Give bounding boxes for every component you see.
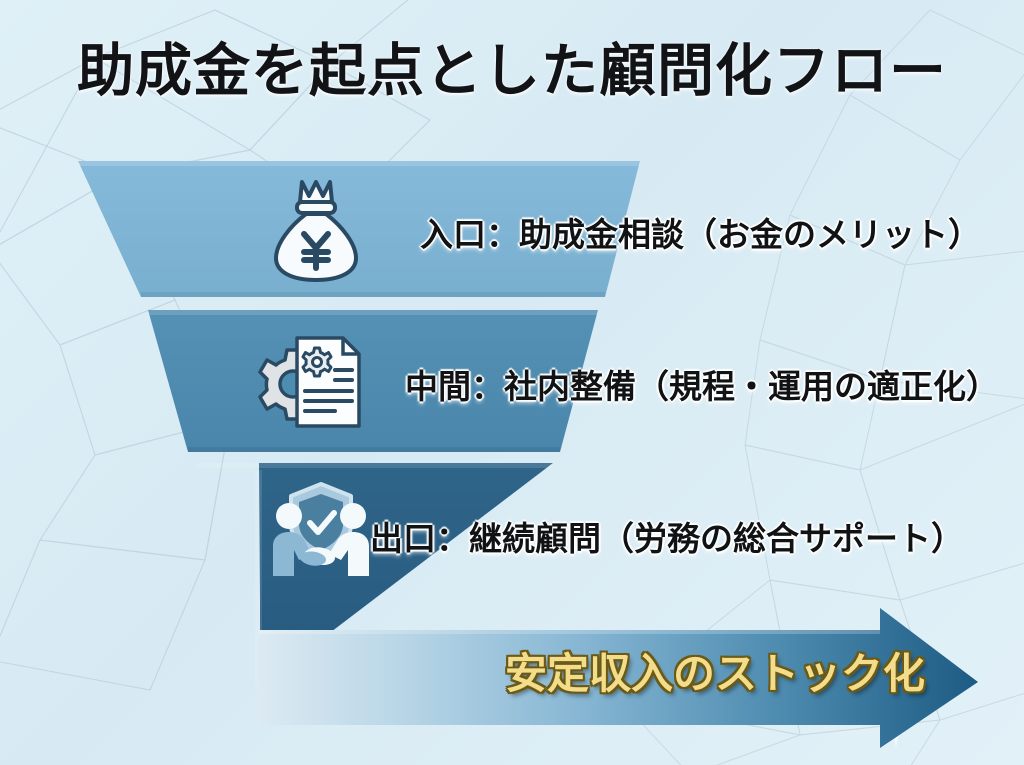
funnel-stage-entry: 入口：助成金相談（お金のメリット） xyxy=(420,208,981,256)
funnel-stage-exit: 出口：継続顧問（労務の総合サポート） xyxy=(370,512,964,560)
money-bag-yen-icon xyxy=(268,176,364,289)
document-gear-icon xyxy=(255,332,365,437)
funnel-stage-entry-label: 入口：助成金相談（お金のメリット） xyxy=(420,216,981,253)
funnel-band-middle xyxy=(148,310,598,452)
stock-income-arrow xyxy=(258,608,978,748)
funnel-stage-exit-label: 出口：継続顧問（労務の総合サポート） xyxy=(370,520,964,557)
funnel-band-entry xyxy=(78,161,640,297)
page-title: 助成金を起点とした顧問化フロー xyxy=(77,39,947,103)
funnel-stage-middle: 中間：社内整備（規程・運用の適正化） xyxy=(405,360,999,408)
handshake-shield-check-icon xyxy=(265,480,377,585)
funnel-stage-middle-label: 中間：社内整備（規程・運用の適正化） xyxy=(405,368,999,405)
stock-income-arrow-label: 安定収入のストック化 xyxy=(505,650,926,697)
